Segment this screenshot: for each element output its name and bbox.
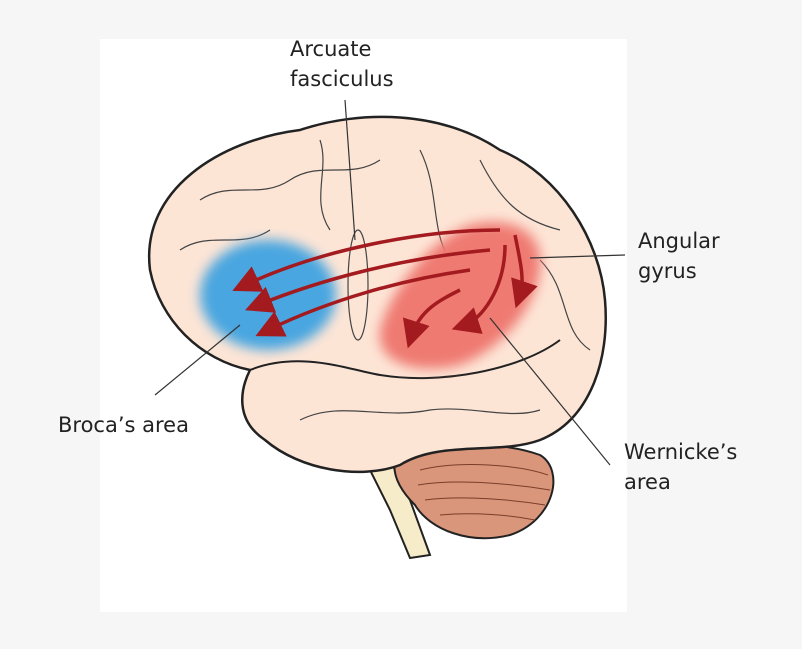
label-line: Arcuate (290, 37, 372, 61)
label-line: area (624, 470, 671, 494)
cerebrum (147, 115, 607, 474)
label-line: Broca’s area (58, 413, 189, 437)
arcuate-fasciculus (347, 229, 369, 341)
label-line: fasciculus (290, 67, 394, 91)
leader-lines (154, 99, 626, 466)
broca-area (200, 240, 336, 350)
label-line: gyrus (638, 259, 697, 283)
label-arcuate-fasciculus: Arcuate fasciculus (290, 34, 394, 94)
cerebellum-folds (417, 464, 551, 521)
label-angular-gyrus: Angular gyrus (638, 226, 720, 286)
lateral-sulcus (249, 339, 561, 380)
label-line: Angular (638, 229, 720, 253)
label-line: Wernicke’s (624, 440, 738, 464)
pathway-arrows (232, 228, 538, 349)
label-broca-area: Broca’s area (58, 410, 189, 440)
label-wernicke-area: Wernicke’s area (624, 437, 737, 497)
